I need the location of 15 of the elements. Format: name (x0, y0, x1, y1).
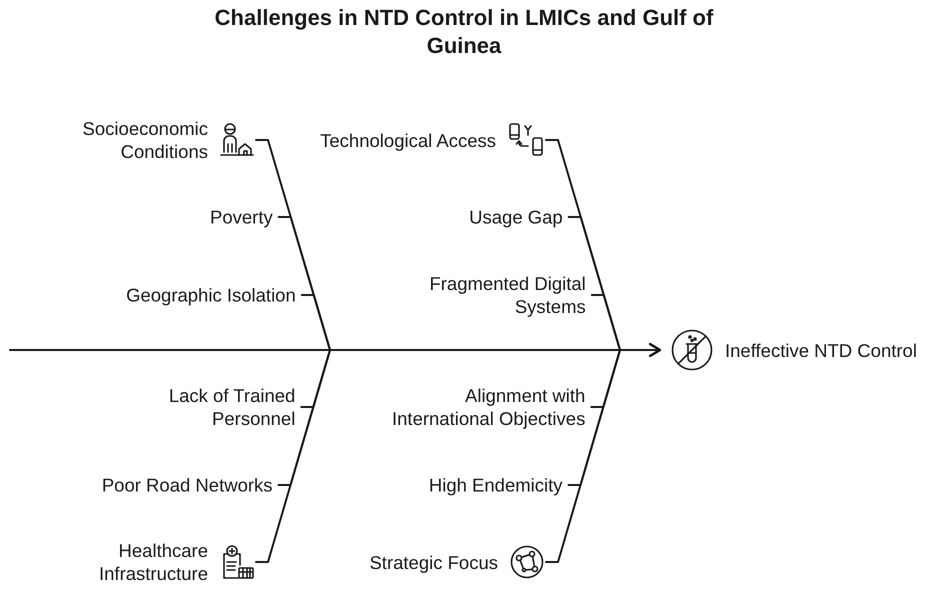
category-label: Healthcare Infrastructure (98, 539, 208, 585)
cause-label: Usage Gap (469, 206, 563, 228)
cause-arrow (545, 343, 661, 563)
category-label: Strategic Focus (369, 550, 498, 574)
category-label: Technological Access (320, 128, 496, 152)
effect-label: Ineffective NTD Control (725, 338, 917, 362)
cause-label: Fragmented Digital Systems (416, 272, 586, 318)
cause-label: Poverty (210, 206, 273, 228)
cause-label: Poor Road Networks (102, 474, 273, 496)
category-label: Socioeconomic Conditions (82, 117, 208, 163)
cause-label: Alignment with International Objectives (385, 384, 586, 430)
cause-label: High Endemicity (428, 474, 563, 496)
diagram-title: Challenges in NTD Control in LMICs and Gulf of Guinea (214, 4, 714, 60)
cause-label: Lack of Trained Personnel (155, 384, 296, 430)
cause-label: Geographic Isolation (126, 284, 296, 306)
